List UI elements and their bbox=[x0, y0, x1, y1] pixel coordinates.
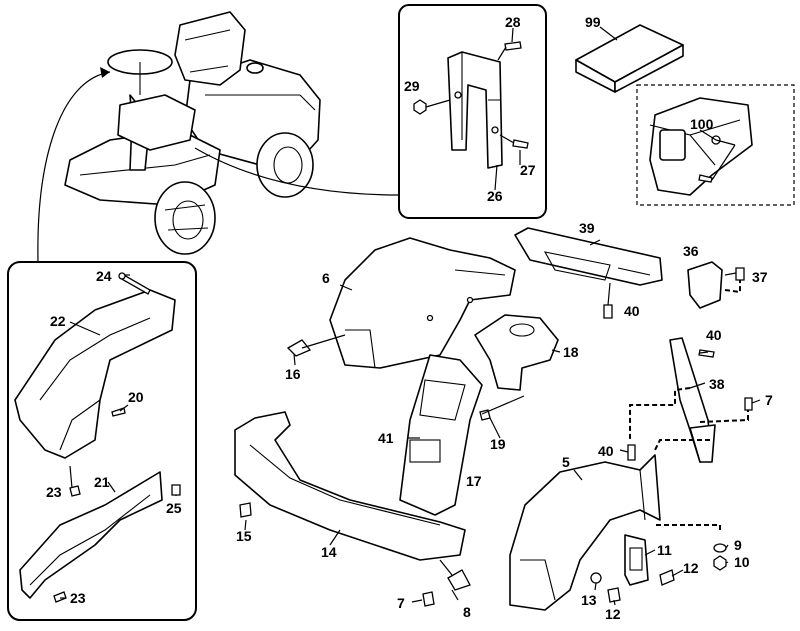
callout-12: 12 bbox=[605, 606, 621, 622]
callout-7: 7 bbox=[765, 392, 773, 408]
callout-27: 27 bbox=[520, 162, 536, 178]
bumper-14 bbox=[234, 411, 471, 607]
callout-14: 14 bbox=[321, 544, 337, 560]
callout-38: 38 bbox=[709, 376, 725, 392]
callout-17: 17 bbox=[466, 473, 482, 489]
callout-23: 23 bbox=[70, 590, 86, 606]
callout-26: 26 bbox=[487, 188, 503, 204]
callout-12: 12 bbox=[683, 560, 699, 576]
callout-22: 22 bbox=[50, 313, 66, 329]
callout-9: 9 bbox=[734, 537, 742, 553]
callout-18: 18 bbox=[563, 344, 579, 360]
callout-41: 41 bbox=[378, 430, 394, 446]
callout-24: 24 bbox=[96, 268, 112, 284]
callout-11: 11 bbox=[657, 542, 672, 558]
hood-18 bbox=[474, 314, 559, 391]
callout-28: 28 bbox=[505, 14, 521, 30]
callout-8: 8 bbox=[463, 604, 471, 620]
callout-25: 25 bbox=[166, 500, 182, 516]
callout-40: 40 bbox=[706, 327, 722, 343]
arrow-head-icon bbox=[100, 67, 110, 78]
part-36 bbox=[687, 261, 745, 309]
callout-5: 5 bbox=[562, 454, 570, 470]
callout-7: 7 bbox=[397, 595, 405, 611]
callout-6: 6 bbox=[322, 270, 330, 286]
leader-lines bbox=[60, 26, 761, 606]
callout-21: 21 bbox=[94, 474, 110, 490]
callout-99: 99 bbox=[585, 14, 601, 30]
callout-37: 37 bbox=[752, 269, 768, 285]
callout-19: 19 bbox=[490, 436, 506, 452]
callout-36: 36 bbox=[683, 243, 699, 259]
callout-39: 39 bbox=[579, 220, 595, 236]
fender-6 bbox=[286, 237, 516, 369]
callout-40: 40 bbox=[598, 443, 614, 459]
bracket-inset bbox=[398, 4, 547, 219]
side-panel-inset bbox=[7, 261, 197, 621]
callout-10: 10 bbox=[734, 554, 750, 570]
fender-5 bbox=[509, 444, 727, 611]
callout-16: 16 bbox=[285, 366, 301, 382]
tractor-illustration bbox=[64, 11, 321, 255]
callout-29: 29 bbox=[404, 78, 420, 94]
callout-100: 100 bbox=[690, 116, 714, 132]
callout-15: 15 bbox=[236, 528, 252, 544]
arrow-tractor-to-inset bbox=[37, 71, 111, 263]
callout-23: 23 bbox=[46, 484, 62, 500]
part-99-block bbox=[575, 24, 684, 93]
callout-13: 13 bbox=[581, 592, 597, 608]
arrow-tractor-to-bracket bbox=[194, 147, 401, 196]
callout-20: 20 bbox=[128, 389, 144, 405]
callout-labels: 5 6 7 7 8 9 10 11 12 12 13 14 15 16 17 1… bbox=[46, 14, 773, 622]
part-39 bbox=[514, 227, 663, 319]
part-100-inset bbox=[636, 84, 795, 206]
part-38 bbox=[629, 337, 753, 530]
callout-40: 40 bbox=[624, 303, 640, 319]
